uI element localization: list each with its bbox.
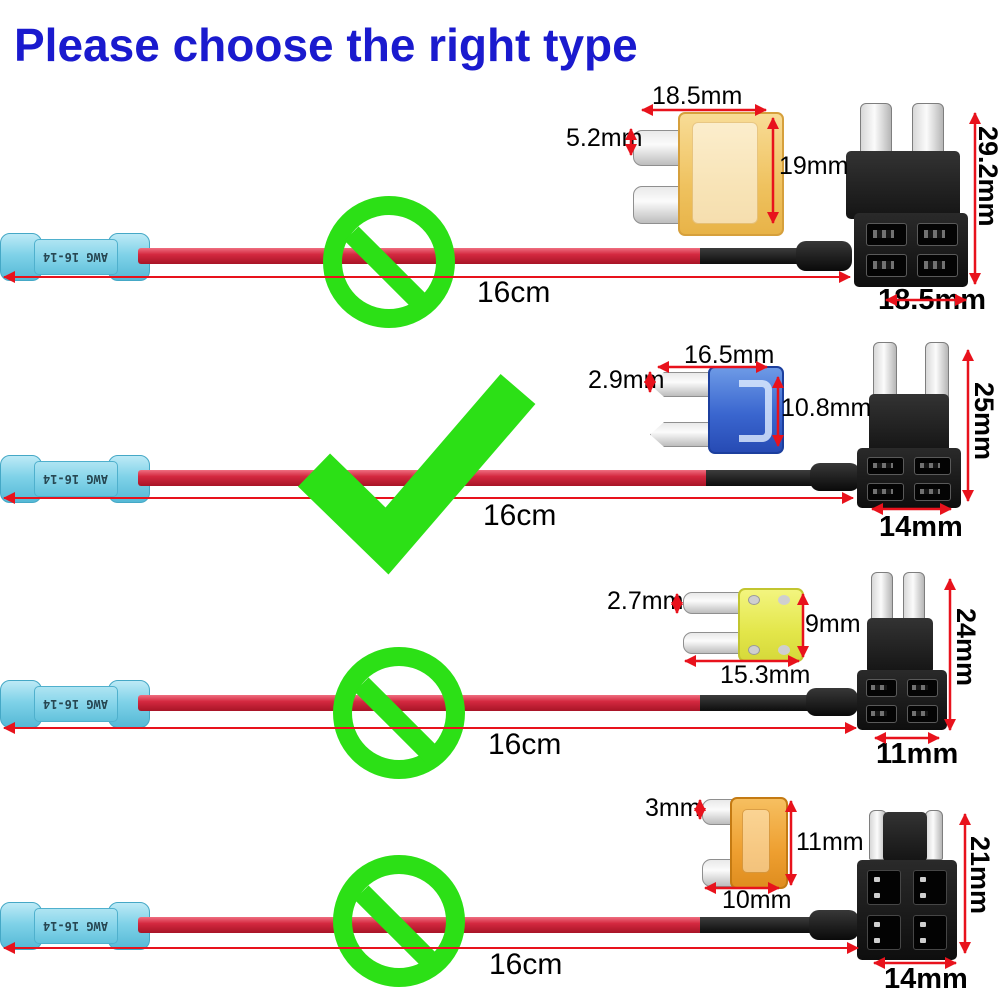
fuse-width-label: 16.5mm xyxy=(684,341,775,369)
fuse-body xyxy=(678,112,784,236)
terminal-socket xyxy=(867,915,901,950)
holder-blade xyxy=(873,342,897,404)
prohibition-icon xyxy=(323,196,455,328)
fuse-width-label: 10mm xyxy=(722,886,792,914)
fuse-holder-image xyxy=(857,570,951,734)
holder-terminals xyxy=(867,457,951,501)
butt-connector: AWG 16-14 xyxy=(0,233,150,281)
terminal-slot xyxy=(917,254,958,277)
fuse-tab-label: 3mm xyxy=(645,794,701,822)
prohibition-icon xyxy=(333,855,465,987)
black-wire-section xyxy=(700,695,812,711)
butt-connector: AWG 16-14 xyxy=(0,455,150,503)
terminal-slot xyxy=(907,679,938,697)
holder-terminals xyxy=(866,679,938,723)
terminal-slot xyxy=(914,457,951,475)
fuse-holder-image xyxy=(838,95,970,291)
black-wire-section xyxy=(700,917,815,933)
holder-upper-body xyxy=(846,151,960,219)
fuse-tab-label: 5.2mm xyxy=(566,124,643,152)
terminal-slot xyxy=(866,705,897,723)
terminal-slot xyxy=(917,223,958,246)
terminal-slot xyxy=(907,705,938,723)
wire-sleeve xyxy=(810,463,860,491)
terminal-slot xyxy=(867,457,904,475)
fuse-height-label: 10.8mm xyxy=(781,394,872,422)
terminal-slot xyxy=(867,483,904,501)
fuse-height-label: 9mm xyxy=(805,610,861,638)
connector-body: AWG 16-14 xyxy=(34,461,118,497)
fuse-blade xyxy=(650,422,714,447)
red-wire xyxy=(138,470,710,486)
wire-length-label: 16cm xyxy=(477,276,551,309)
fuse-width-label: 18.5mm xyxy=(652,82,743,110)
connector-gauge-label: AWG 16-14 xyxy=(43,919,109,933)
fuse-tab-label: 2.7mm xyxy=(607,587,684,615)
micro2-fuse-image xyxy=(702,797,788,889)
terminal-slot xyxy=(866,254,907,277)
black-wire-section xyxy=(706,470,814,486)
ato-fuse-image xyxy=(628,110,786,236)
wire-sleeve xyxy=(809,910,859,940)
fuse-body xyxy=(708,366,784,454)
holder-upper-body xyxy=(869,394,949,454)
holder-blade xyxy=(925,810,943,860)
mini-fuse-image xyxy=(650,366,784,454)
connector-gauge-label: AWG 16-14 xyxy=(43,250,109,264)
fuse-blade xyxy=(683,592,743,614)
holder-height-label: 25mm xyxy=(969,382,999,461)
terminal-socket xyxy=(913,915,947,950)
connector-gauge-label: AWG 16-14 xyxy=(43,472,109,486)
holder-upper-body xyxy=(867,618,933,674)
connector-body: AWG 16-14 xyxy=(34,239,118,275)
holder-center-block xyxy=(883,812,927,862)
fuse-holder-image xyxy=(855,808,963,960)
wire-sleeve xyxy=(796,241,852,271)
fuse-body xyxy=(738,588,804,662)
page-title: Please choose the right type xyxy=(14,19,638,71)
terminal-slot xyxy=(914,483,951,501)
connector-gauge-label: AWG 16-14 xyxy=(43,697,109,711)
fuse-height-label: 11mm xyxy=(796,828,864,856)
fuse-blade xyxy=(633,186,683,224)
fuse-width-label: 15.3mm xyxy=(720,661,811,689)
fuse-height-label: 19mm xyxy=(779,152,849,180)
wire-length-label: 16cm xyxy=(488,728,562,761)
black-wire-section xyxy=(700,248,800,264)
holder-width-label: 18.5mm xyxy=(878,284,987,316)
fuse-tab-label: 2.9mm xyxy=(588,366,665,394)
butt-connector: AWG 16-14 xyxy=(0,902,150,950)
holder-width-label: 14mm xyxy=(879,511,963,543)
connector-body: AWG 16-14 xyxy=(34,908,118,944)
fuse-body xyxy=(730,797,788,889)
holder-terminals xyxy=(867,870,947,950)
fuse-blade xyxy=(683,632,743,654)
holder-height-label: 21mm xyxy=(965,836,995,915)
holder-height-label: 24mm xyxy=(951,608,981,687)
fuse-holder-image xyxy=(855,340,967,508)
terminal-socket xyxy=(867,870,901,905)
wire-length-label: 16cm xyxy=(483,499,557,532)
wire-sleeve xyxy=(806,688,858,716)
butt-connector: AWG 16-14 xyxy=(0,680,150,728)
terminal-slot xyxy=(866,679,897,697)
terminal-slot xyxy=(866,223,907,246)
low-profile-mini-fuse-image xyxy=(683,588,805,662)
holder-terminals xyxy=(866,223,958,277)
holder-width-label: 11mm xyxy=(876,738,959,770)
connector-body: AWG 16-14 xyxy=(34,686,118,722)
holder-height-label: 29.2mm xyxy=(973,126,1000,227)
terminal-socket xyxy=(913,870,947,905)
wire-length-label: 16cm xyxy=(489,948,563,981)
holder-width-label: 14mm xyxy=(884,963,968,995)
prohibition-icon xyxy=(333,647,465,779)
